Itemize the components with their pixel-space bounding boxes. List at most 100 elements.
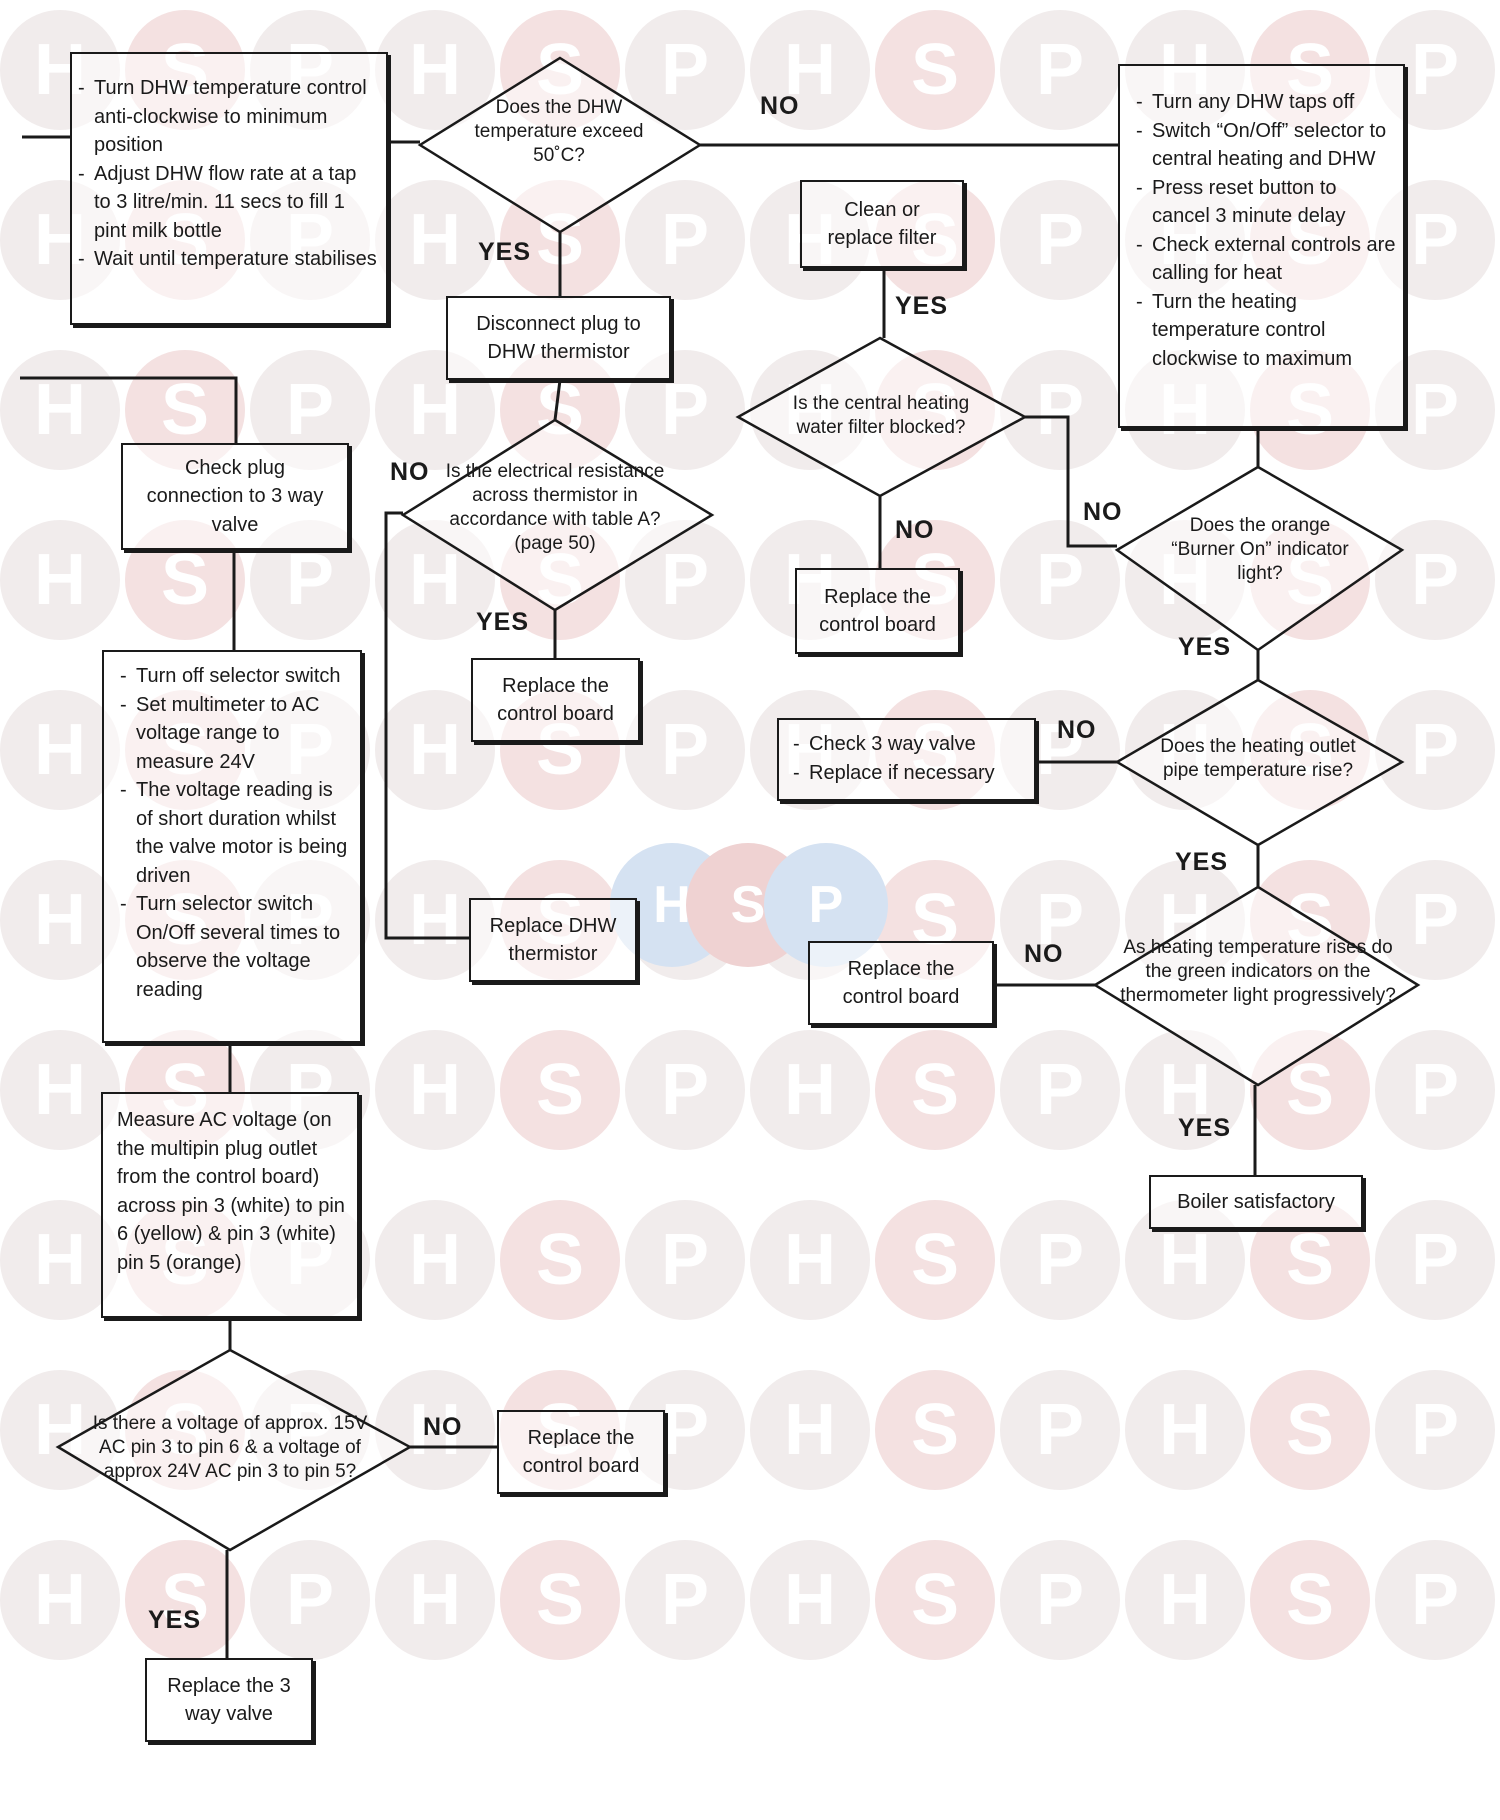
- watermark-letter: H: [1159, 1050, 1211, 1130]
- decision-outlet-temp: Does the heating outlet pipe temperature…: [1160, 736, 1356, 781]
- watermark-circle: [875, 1540, 995, 1660]
- boiler-satisfactory-box: Boiler satisfactory: [1149, 1175, 1363, 1229]
- watermark-circle: [750, 1370, 870, 1490]
- clean-filter-box: Clean or replace filter: [800, 180, 964, 268]
- watermark-circle: [1125, 1540, 1245, 1660]
- watermark-circle: [1375, 1030, 1495, 1150]
- watermark-circle: [750, 10, 870, 130]
- watermark-circle: [1000, 520, 1120, 640]
- watermark-circle: [125, 1540, 245, 1660]
- ch-setup-step: Press reset button to cancel 3 minute de…: [1136, 174, 1397, 231]
- watermark-letter: H: [784, 1220, 836, 1300]
- watermark-letter: P: [286, 370, 334, 450]
- replace-control-board-box-4: Replace the control board: [808, 941, 994, 1025]
- watermark-circle: [1000, 180, 1120, 300]
- watermark-letter: S: [161, 540, 209, 620]
- watermark-circle: [1375, 690, 1495, 810]
- watermark-letter: P: [1036, 30, 1084, 110]
- watermark-letter: P: [661, 710, 709, 790]
- watermark-circle: [875, 1200, 995, 1320]
- watermark-circle: [1000, 860, 1120, 980]
- label-no: NO: [1083, 498, 1123, 526]
- watermark-letter: P: [661, 370, 709, 450]
- watermark-letter: S: [1286, 1390, 1334, 1470]
- watermark-circle: [1250, 1370, 1370, 1490]
- ch-setup-step: Turn the heating temperature control clo…: [1136, 288, 1397, 374]
- watermark-letter: H: [409, 370, 461, 450]
- watermark-letter: P: [661, 540, 709, 620]
- decision-dhw-temp: Does the DHW temperature exceed 50˚C?: [474, 97, 644, 166]
- watermark-circle: [625, 1030, 745, 1150]
- watermark-letter: H: [784, 30, 836, 110]
- selector-steps-box: Turn off selector switch Set multimeter …: [102, 650, 362, 1043]
- dhw-setup-step: Turn DHW temperature control anti-clockw…: [78, 74, 378, 160]
- watermark-letter: P: [1036, 540, 1084, 620]
- watermark-letter: H: [409, 880, 461, 960]
- watermark-letter: H: [409, 1050, 461, 1130]
- watermark-letter: S: [1286, 1220, 1334, 1300]
- watermark-circle: [1125, 1200, 1245, 1320]
- check-plug-box: Check plug connection to 3 way valve: [121, 443, 349, 550]
- watermark-circle: [0, 520, 120, 640]
- watermark-letter: P: [1036, 1390, 1084, 1470]
- watermark-circle: [625, 690, 745, 810]
- watermark-circle: [125, 350, 245, 470]
- watermark-circle: [0, 350, 120, 470]
- watermark-circle: [1000, 1200, 1120, 1320]
- replace-3-way-valve-box: Replace the 3 way valve: [145, 1658, 313, 1742]
- watermark-letter: P: [1411, 540, 1459, 620]
- watermark-letter: P: [1036, 370, 1084, 450]
- watermark-letter: P: [1036, 1220, 1084, 1300]
- selector-step: Turn selector switch On/Off several time…: [120, 890, 354, 1004]
- watermark-letter: H: [34, 1220, 86, 1300]
- watermark-circle: [375, 180, 495, 300]
- watermark-letter: P: [1411, 1560, 1459, 1640]
- watermark-letter: S: [911, 1220, 959, 1300]
- watermark-circle: [1375, 350, 1495, 470]
- watermark-circle: [750, 1200, 870, 1320]
- watermark-letter: S: [911, 30, 959, 110]
- watermark-circle: [1000, 1030, 1120, 1150]
- watermark-letter: P: [1411, 30, 1459, 110]
- watermark-circle: [375, 1540, 495, 1660]
- watermark-letter: S: [536, 1560, 584, 1640]
- label-yes: YES: [895, 292, 949, 320]
- watermark-circle: [125, 520, 245, 640]
- watermark-circle: [1375, 860, 1495, 980]
- watermark-circle: [1000, 1540, 1120, 1660]
- watermark-circle: [375, 10, 495, 130]
- watermark-letter: H: [34, 710, 86, 790]
- watermark-circle: [375, 350, 495, 470]
- label-yes: YES: [1178, 1114, 1232, 1142]
- watermark-letter: P: [1036, 200, 1084, 280]
- watermark-circle: [375, 690, 495, 810]
- selector-step: Set multimeter to AC voltage range to me…: [120, 691, 354, 777]
- check-valve-box: Check 3 way valve Replace if necessary: [777, 718, 1036, 801]
- watermark-letter: H: [34, 540, 86, 620]
- watermark-letter: H: [1159, 1560, 1211, 1640]
- watermark-center-circle: [764, 843, 888, 967]
- watermark-circle: [750, 1030, 870, 1150]
- decision-voltage-shape: [55, 1348, 413, 1552]
- watermark-circle: [375, 1370, 495, 1490]
- watermark-letter: P: [1411, 200, 1459, 280]
- watermark-circle: [1250, 1540, 1370, 1660]
- label-yes: YES: [1178, 633, 1232, 661]
- watermark-circle: [1375, 1540, 1495, 1660]
- label-yes: YES: [148, 1606, 202, 1634]
- decision-filter-blocked: Is the central heating water filter bloc…: [792, 393, 970, 438]
- watermark-letter: H: [784, 1050, 836, 1130]
- decision-green-indicators-shape: [1092, 885, 1421, 1087]
- watermark-circle: [1375, 10, 1495, 130]
- watermark-letter: P: [286, 540, 334, 620]
- watermark-circle: [0, 1200, 120, 1320]
- watermark-letter: S: [911, 1050, 959, 1130]
- watermark-circle: [500, 1200, 620, 1320]
- watermark-letter: H: [409, 30, 461, 110]
- check-valve-step: Check 3 way valve: [793, 730, 1028, 759]
- watermark-center-letter: P: [809, 876, 844, 934]
- decision-burner-on: Does the orange “Burner On” indicator li…: [1171, 515, 1349, 584]
- watermark-letter: S: [536, 1050, 584, 1130]
- watermark-letter: H: [34, 880, 86, 960]
